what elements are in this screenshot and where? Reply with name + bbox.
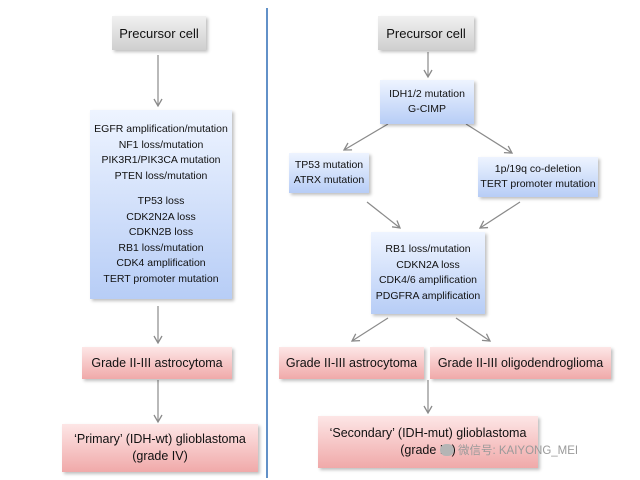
arrow-idh-to-tp53 (342, 123, 389, 151)
right-astrocytoma-box: Grade II-III astrocytoma (279, 347, 424, 379)
right-glioblastoma-title: ‘Secondary’ (IDH-mut) glioblastoma (329, 426, 527, 440)
left-precursor-label: Precursor cell (119, 25, 199, 41)
alteration-cdk2n2a: CDK2N2A loss (126, 210, 196, 223)
left-alterations-box: EGFR amplification/mutation NF1 loss/mut… (90, 110, 232, 299)
arrow-merged-to-astro (350, 317, 389, 342)
idh-mutation: IDH1/2 mutation (389, 87, 465, 100)
arrow-1p19q-to-merged (478, 201, 521, 229)
cdk46-amplification: CDK4/6 amplification (378, 274, 478, 286)
pdgfra-amplification: PDGFRA amplification (375, 289, 481, 302)
left-grade-label: Grade II-III astrocytoma (91, 355, 223, 370)
merged-alterations-box: RB1 loss/mutation CDKN2A loss CDK4/6 amp… (371, 232, 485, 314)
watermark-text: 微信号: KAIYONG_MEI (458, 445, 579, 457)
arrow-merged-to-oligo (455, 317, 492, 342)
left-grade-box: Grade II-III astrocytoma (82, 347, 232, 379)
oligodendroglioma-label: Grade II-III oligodendroglioma (437, 355, 604, 370)
codeletion-box: 1p/19q co-deletion TERT promoter mutatio… (478, 157, 598, 197)
left-glioblastoma-title: ‘Primary’ (IDH-wt) glioblastoma (74, 432, 246, 446)
tp53-mutation: TP53 mutation (294, 158, 364, 171)
alteration-nf1: NF1 loss/mutation (118, 138, 204, 151)
watermark: 微信号: KAIYONG_MEI (440, 442, 578, 458)
alteration-cdkn2b: CDKN2B loss (128, 226, 194, 238)
oligodendroglioma-box: Grade II-III oligodendroglioma (430, 347, 611, 379)
alteration-egfr: EGFR amplification/mutation (94, 123, 228, 135)
cdkn2a-loss: CDKN2A loss (396, 258, 460, 271)
wechat-icon (440, 444, 454, 456)
alteration-cdk4: CDK4 amplification (116, 257, 206, 269)
left-glioblastoma-box: ‘Primary’ (IDH-wt) glioblastoma (grade I… (62, 424, 258, 472)
codeletion-1p19q: 1p/19q co-deletion (494, 162, 582, 175)
left-glioblastoma-grade: (grade IV) (132, 449, 188, 463)
right-precursor-box: Precursor cell (378, 16, 474, 50)
arrow-tp53-to-merged (366, 201, 402, 229)
right-precursor-label: Precursor cell (386, 25, 466, 41)
right-astrocytoma-label: Grade II-III astrocytoma (285, 355, 418, 370)
atrx-mutation: ATRX mutation (293, 174, 365, 186)
alteration-tp53: TP53 loss (137, 195, 185, 207)
alteration-rb1: RB1 loss/mutation (118, 241, 204, 254)
left-precursor-box: Precursor cell (112, 16, 206, 50)
alteration-pten: PTEN loss/mutation (114, 169, 208, 182)
alteration-tert: TERT promoter mutation (103, 272, 219, 285)
tp53-atrx-box: TP53 mutation ATRX mutation (289, 153, 369, 193)
idh-box: IDH1/2 mutation G-CIMP (380, 80, 474, 124)
arrow-idh-to-1p19q (465, 123, 514, 154)
tert-promoter-mutation: TERT promoter mutation (480, 178, 596, 190)
alteration-pik3: PIK3R1/PIK3CA mutation (101, 154, 221, 166)
gcimp: G-CIMP (408, 103, 446, 115)
rb1-loss: RB1 loss/mutation (385, 243, 471, 255)
